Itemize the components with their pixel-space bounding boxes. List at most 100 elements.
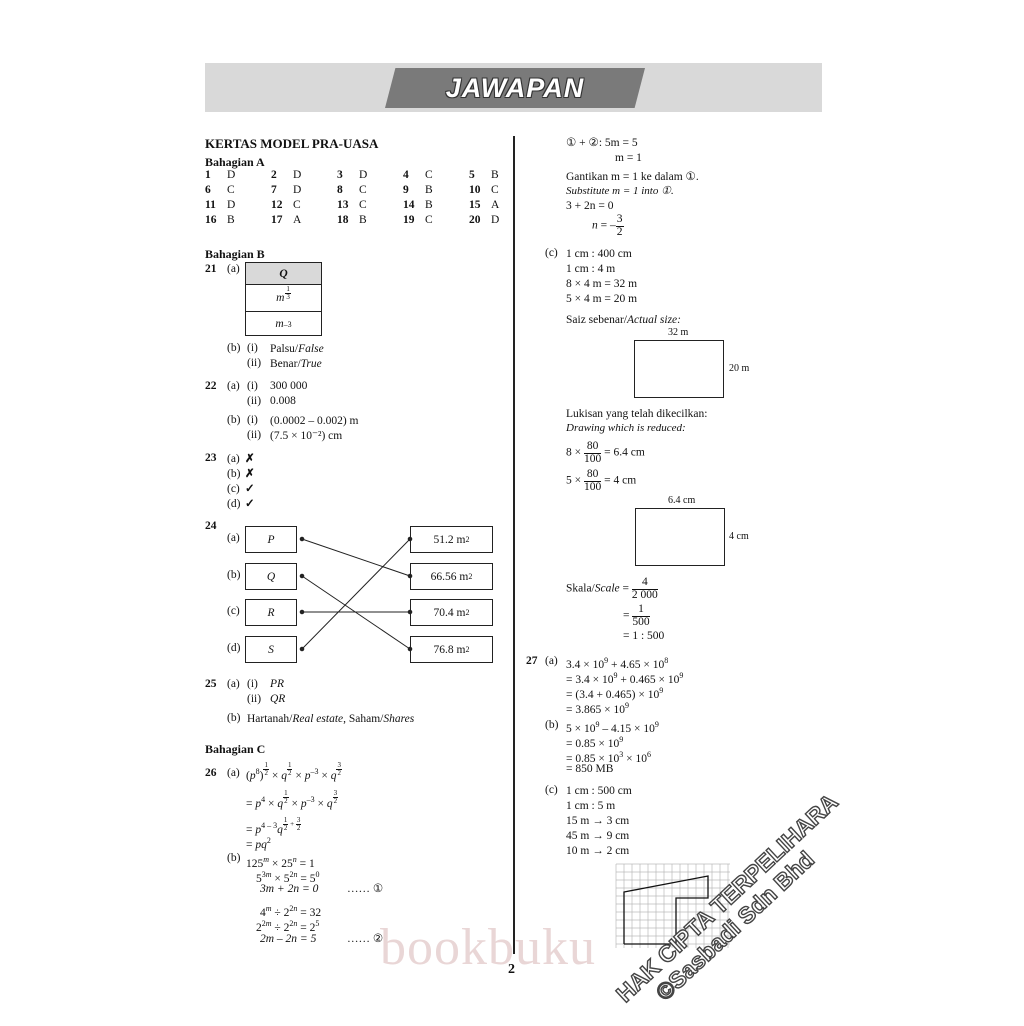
q24-left-box: Q	[245, 563, 297, 590]
math-line: 3 + 2n = 0	[566, 200, 614, 212]
answer-number: 12	[271, 199, 283, 211]
text-line: 15 m → 3 cm	[566, 815, 630, 827]
q23-item: (c)✓	[227, 482, 255, 497]
answer-choice: D	[293, 184, 302, 196]
answer-number: 17	[271, 214, 283, 226]
check-mark-icon: ✓	[245, 483, 255, 495]
text-line: Substitute m = 1 into ①.	[566, 185, 674, 197]
page-number: 2	[508, 962, 515, 977]
q24-left-box: R	[245, 599, 297, 626]
math-line: ① + ②: 5m = 5	[566, 137, 638, 149]
column-divider	[513, 136, 515, 954]
answer-number: 13	[337, 199, 349, 211]
question-number: 27	[526, 655, 538, 667]
answer-number: 16	[205, 214, 217, 226]
answer-number: 14	[403, 199, 415, 211]
sub-label: (d)	[227, 642, 241, 654]
text-line: 1 cm : 500 cm	[566, 785, 632, 797]
sub-label: (b)	[227, 414, 241, 426]
sub-label: (b)	[227, 852, 241, 864]
text-line: 1 cm : 5 m	[566, 800, 616, 812]
math-line: 3.4 × 109 + 4.65 × 108	[566, 656, 669, 671]
math-line: m = 1	[615, 152, 642, 164]
sub-label: (a)	[227, 767, 240, 779]
text-line: Saiz sebenar/Actual size:	[566, 314, 681, 326]
dimension-label: 20 m	[729, 363, 750, 374]
sub-label: (b)	[545, 719, 559, 731]
answer-text: 300 000	[270, 380, 308, 392]
answer-text: 0.008	[270, 395, 296, 407]
answer-choice: C	[359, 184, 367, 196]
sub-label: (b)	[227, 569, 241, 581]
answer-text: (7.5 × 10⁻²) cm	[270, 430, 343, 442]
answer-choice: D	[491, 214, 500, 226]
answer-number: 7	[271, 184, 277, 196]
answer-text: Palsu/False	[270, 343, 324, 355]
math-line: 125m × 25n = 1	[246, 855, 315, 870]
question-number: 22	[205, 380, 217, 392]
part-a-title: Bahagian A	[205, 155, 265, 169]
q21-cell-2: m–3	[275, 318, 292, 330]
text-line: Drawing which is reduced:	[566, 422, 686, 434]
math-line: …… ②	[347, 933, 384, 945]
math-line: = (3.4 + 0.465) × 109	[566, 686, 664, 701]
text-line: 10 m → 2 cm	[566, 845, 630, 857]
math-line: 5 × 109 – 4.15 × 109	[566, 720, 659, 735]
sub-label: (ii)	[247, 357, 262, 369]
sub-label: (ii)	[247, 429, 262, 441]
sub-label: (ii)	[247, 693, 262, 705]
text-line: 1 cm : 4 m	[566, 263, 616, 275]
part-c-title: Bahagian C	[205, 742, 266, 756]
q23-item: (d)✓	[227, 497, 255, 512]
question-number: 24	[205, 520, 217, 532]
answer-choice: D	[227, 199, 236, 211]
answer-choice: A	[293, 214, 302, 226]
sub-label: (b)	[227, 342, 241, 354]
text-line: Lukisan yang telah dikecilkan:	[566, 408, 708, 420]
cross-mark-icon: ✗	[245, 453, 255, 465]
answer-number: 20	[469, 214, 481, 226]
sub-label: (b)	[227, 712, 241, 724]
q21-table-header: Q	[246, 263, 321, 285]
math-line: = 850 MB	[566, 763, 614, 775]
answer-choice: C	[359, 199, 367, 211]
dimension-label: 32 m	[668, 327, 689, 338]
part-b-title: Bahagian B	[205, 247, 265, 261]
sub-label: (a)	[227, 380, 240, 392]
math-line: 22m ÷ 22n = 25	[256, 919, 320, 934]
math-line: = 1 : 500	[623, 630, 665, 642]
sub-label: (c)	[545, 784, 558, 796]
sub-label: (a)	[227, 532, 240, 544]
sub-label: (c)	[227, 605, 240, 617]
sub-label: (a)	[227, 263, 240, 275]
math-line: = 3.865 × 109	[566, 701, 629, 716]
section-title: KERTAS MODEL PRA-UASA	[205, 136, 379, 151]
math-line: 3m + 2n = 0	[260, 883, 319, 895]
answer-text: Hartanah/Real estate, Saham/Shares	[247, 713, 415, 725]
cross-mark-icon: ✗	[245, 468, 255, 480]
math-line: = pq2	[246, 836, 271, 851]
question-number: 25	[205, 678, 217, 690]
math-line: 53m × 52n = 50	[256, 870, 320, 885]
text-line: 5 × 4 m = 20 m	[566, 293, 638, 305]
bookbuku-watermark: bookbuku	[380, 919, 596, 976]
header-banner	[385, 68, 645, 108]
answer-choice: D	[227, 169, 236, 181]
answer-choice: B	[491, 169, 499, 181]
text-line: 8 × 4 m = 32 m	[566, 278, 638, 290]
answer-choice: D	[359, 169, 368, 181]
